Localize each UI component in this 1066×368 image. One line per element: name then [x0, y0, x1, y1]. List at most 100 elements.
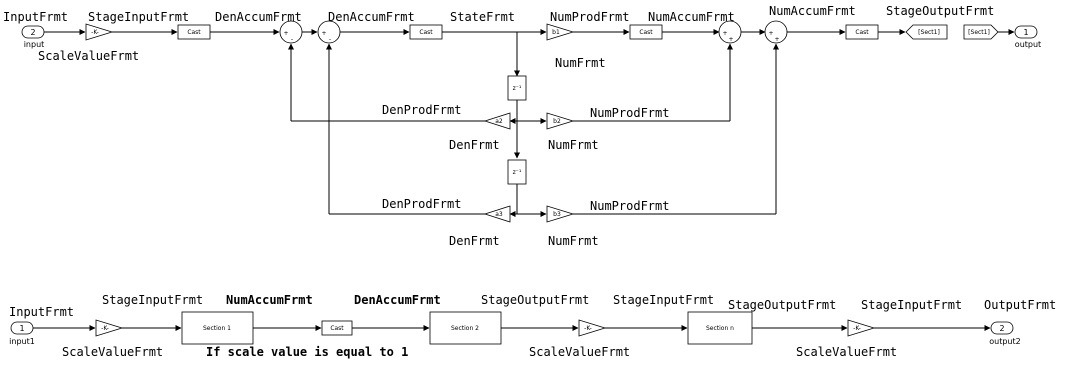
label-stage-input-frmt-3: StageInputFrmt — [861, 298, 962, 312]
svg-text:a2: a2 — [495, 118, 503, 125]
label-scale-value-frmt: ScaleValueFrmt — [38, 49, 139, 63]
svg-text:b1: b1 — [552, 29, 560, 36]
label-num-frmt-2: NumFrmt — [548, 234, 599, 248]
label-state-frmt: StateFrmt — [450, 10, 515, 24]
top-input-port: 2 input — [21, 25, 45, 49]
top-cast-4: Cast — [845, 24, 879, 40]
top-gain-b3: b3 — [546, 205, 575, 223]
svg-text:[Sect1]: [Sect1] — [968, 29, 990, 36]
label-num-prod-frmt-1: NumProdFrmt — [590, 106, 669, 120]
bottom-gain-2: -K- — [578, 319, 607, 337]
svg-text:Cast: Cast — [855, 29, 869, 36]
label-den-frmt-1: DenFrmt — [449, 138, 500, 152]
svg-text:Cast: Cast — [330, 325, 344, 332]
top-sum-num-1: + + — [718, 20, 742, 44]
note-scale-value: If scale value is equal to 1 — [206, 345, 408, 359]
svg-text:Cast: Cast — [419, 29, 433, 36]
top-gain-b2: b2 — [546, 112, 575, 130]
svg-text:Section 1: Section 1 — [203, 325, 231, 332]
svg-text:+: + — [728, 36, 733, 43]
bottom-section-2: Section 2 — [429, 311, 502, 345]
top-cast-1: Cast — [177, 24, 211, 40]
svg-text:input: input — [24, 40, 45, 49]
top-section-diagram: 2 input -K- Cast + - + - Cast b1 — [3, 4, 1041, 248]
label-scale-value-frmt-1: ScaleValueFrmt — [62, 345, 163, 359]
top-sum-num-2: + + — [764, 20, 788, 44]
label-num-frmt-1: NumFrmt — [548, 138, 599, 152]
top-gain-a2: a2 — [483, 112, 511, 130]
top-delay-1: z⁻¹ — [507, 75, 527, 101]
label-stage-output-frmt-2: StageOutputFrmt — [728, 298, 836, 312]
label-output-frmt: OutputFrmt — [984, 298, 1056, 312]
top-labels: InputFrmt StageInputFrmt DenAccumFrmt De… — [3, 4, 994, 248]
label-num-prod-frmt-2: NumProdFrmt — [590, 199, 669, 213]
label-stage-input-frmt-2: StageInputFrmt — [613, 293, 714, 307]
svg-text:Section n: Section n — [706, 325, 734, 332]
top-from-block: [Sect1] — [963, 24, 999, 40]
svg-text:output: output — [1015, 40, 1041, 49]
label-num-frmt-top: NumFrmt — [555, 56, 606, 70]
svg-text:b2: b2 — [553, 118, 561, 125]
label-den-accum-frmt: DenAccumFrmt — [354, 293, 441, 307]
label-stage-output-frmt: StageOutputFrmt — [886, 4, 994, 18]
top-gain-a3: a3 — [483, 205, 511, 223]
svg-text:+: + — [283, 30, 288, 37]
svg-text:+: + — [722, 30, 727, 37]
label-num-accum-frmt-1: NumAccumFrmt — [648, 10, 735, 24]
bottom-gain-1: -K- — [95, 319, 124, 337]
svg-text:-: - — [291, 36, 293, 43]
label-num-accum-frmt-2: NumAccumFrmt — [769, 4, 856, 18]
svg-text:+: + — [774, 36, 779, 43]
svg-text:z⁻¹: z⁻¹ — [513, 85, 522, 92]
bottom-cascade-diagram: 1 input1 -K- Section 1 Cast Section 2 -K… — [9, 293, 1056, 359]
svg-text:-K-: -K- — [853, 325, 861, 332]
svg-text:1: 1 — [19, 324, 24, 333]
label-stage-input-frmt-1: StageInputFrmt — [102, 293, 203, 307]
bottom-input-port: 1 input1 — [9, 321, 35, 346]
bottom-section-1: Section 1 — [181, 311, 254, 345]
svg-text:2: 2 — [30, 28, 35, 37]
svg-text:1: 1 — [1023, 28, 1028, 37]
svg-text:Cast: Cast — [639, 29, 653, 36]
top-cast-3: Cast — [629, 24, 663, 40]
svg-text:input1: input1 — [9, 337, 35, 346]
top-sum-den-1: + - — [279, 20, 303, 44]
svg-text:2: 2 — [999, 324, 1004, 333]
svg-text:+: + — [768, 30, 773, 37]
bottom-output-port: 2 output2 — [989, 321, 1021, 346]
svg-text:-K-: -K- — [91, 29, 99, 36]
top-goto-block: [Sect1] — [905, 24, 948, 40]
bottom-section-n: Section n — [687, 311, 753, 345]
svg-text:Cast: Cast — [187, 29, 201, 36]
label-den-accum-frmt-2: DenAccumFrmt — [328, 10, 415, 24]
label-scale-value-frmt-3: ScaleValueFrmt — [796, 345, 897, 359]
bottom-labels: InputFrmt StageInputFrmt NumAccumFrmt De… — [9, 293, 1056, 359]
svg-text:Section 2: Section 2 — [451, 325, 479, 332]
label-scale-value-frmt-2: ScaleValueFrmt — [529, 345, 630, 359]
label-stage-input-frmt: StageInputFrmt — [88, 10, 189, 24]
svg-text:b3: b3 — [553, 211, 561, 218]
svg-text:output2: output2 — [989, 337, 1020, 346]
top-scale-gain: -K- — [85, 23, 114, 41]
svg-text:+: + — [321, 30, 326, 37]
svg-text:-: - — [329, 36, 331, 43]
label-num-prod-frmt-top: NumProdFrmt — [550, 10, 629, 24]
label-num-accum-frmt: NumAccumFrmt — [226, 293, 313, 307]
top-output-port: 1 output — [1014, 25, 1041, 49]
label-den-prod-frmt-2: DenProdFrmt — [382, 197, 461, 211]
svg-text:[Sect1]: [Sect1] — [918, 29, 940, 36]
top-gain-b1: b1 — [546, 23, 575, 41]
svg-text:-K-: -K- — [101, 325, 109, 332]
bottom-cast: Cast — [321, 320, 353, 336]
svg-text:a3: a3 — [495, 211, 503, 218]
top-cast-2: Cast — [409, 24, 443, 40]
label-den-prod-frmt-1: DenProdFrmt — [382, 103, 461, 117]
top-sum-den-2: + - — [317, 20, 341, 44]
label-stage-output-frmt-1: StageOutputFrmt — [481, 293, 589, 307]
label-den-frmt-2: DenFrmt — [449, 234, 500, 248]
label-den-accum-frmt-1: DenAccumFrmt — [215, 10, 302, 24]
top-wires — [44, 29, 1015, 217]
bottom-gain-3: -K- — [847, 319, 876, 337]
label-input-frmt: InputFrmt — [3, 10, 68, 24]
